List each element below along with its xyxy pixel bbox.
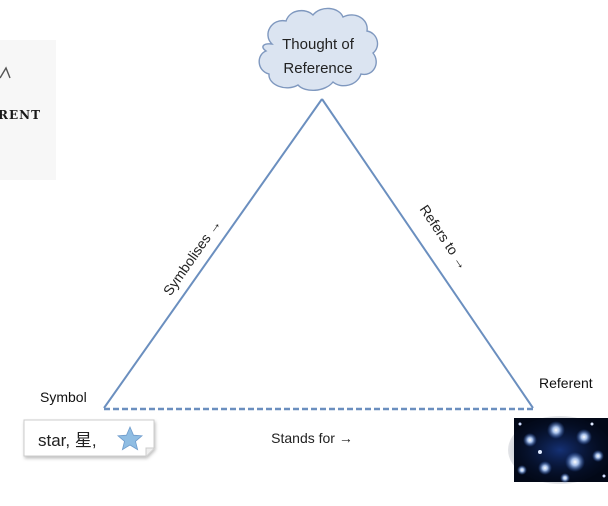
symbol-label: Symbol bbox=[40, 389, 87, 405]
thought-of-reference-cloud: Thought of Reference bbox=[258, 7, 379, 91]
left-fragment: RENT bbox=[0, 40, 56, 180]
symbol-card-text: star, 星, bbox=[38, 431, 97, 450]
left-fragment-text: RENT bbox=[0, 108, 41, 122]
referent-label: Referent bbox=[539, 375, 593, 391]
edge-symbolises-line bbox=[103, 98, 323, 409]
refers-to-label: Refers to → bbox=[417, 202, 472, 273]
symbolises-label: Symbolises → bbox=[160, 216, 224, 298]
fragment-arrow-mark bbox=[0, 66, 11, 79]
symbol-card: star, 星, bbox=[23, 419, 155, 457]
stands-for-label: Stands for → bbox=[271, 430, 353, 446]
star-cluster-stars bbox=[517, 421, 606, 483]
thought-label-line2: Reference bbox=[283, 60, 352, 77]
star-icon bbox=[116, 425, 144, 451]
symbol-card-fold bbox=[145, 447, 154, 456]
thought-label-line1: Thought of bbox=[282, 36, 355, 53]
cloud-icon bbox=[258, 7, 379, 91]
edge-refers-to-line bbox=[321, 98, 534, 409]
referent-photo bbox=[508, 416, 608, 484]
